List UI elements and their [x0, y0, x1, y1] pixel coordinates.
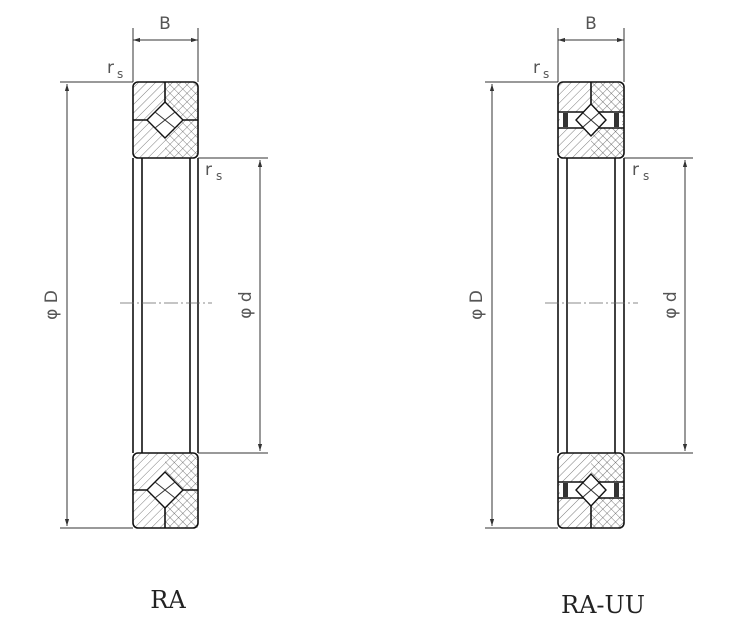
svg-text:r: r: [205, 160, 212, 180]
svg-text:r: r: [632, 160, 639, 180]
drawing-ra-uu: B r s r s: [467, 14, 693, 619]
svg-text:φ d: φ d: [661, 291, 681, 318]
svg-text:φ D: φ D: [42, 290, 62, 320]
svg-text:s: s: [216, 169, 222, 183]
width-label: B: [585, 14, 597, 34]
svg-text:s: s: [543, 67, 549, 81]
seal-left-top: [563, 113, 568, 127]
width-label: B: [159, 14, 171, 34]
seal-left-bottom: [563, 483, 568, 497]
seal-right-bottom: [614, 483, 619, 497]
svg-text:s: s: [643, 169, 649, 183]
radius-label-inner: r s: [205, 160, 222, 183]
seal-right-top: [614, 113, 619, 127]
bearing-cross-section: [120, 81, 212, 529]
inner-diameter-dimension: φ d: [198, 157, 268, 454]
svg-text:φ d: φ d: [236, 291, 256, 318]
width-dimension: B: [132, 14, 199, 82]
caption-ra-uu: RA-UU: [561, 591, 645, 619]
caption-ra: RA: [150, 586, 186, 614]
svg-text:φ D: φ D: [467, 290, 487, 320]
radius-label-top: r s: [105, 58, 133, 83]
outer-diameter-dimension: φ D: [42, 81, 133, 529]
svg-text:s: s: [117, 67, 123, 81]
radius-label-top: r s: [530, 58, 558, 83]
svg-text:r: r: [533, 58, 540, 78]
drawing-ra: B r s r s: [42, 14, 268, 614]
bearing-cross-section: [545, 81, 638, 529]
width-dimension: B: [557, 14, 625, 82]
inner-diameter-dimension: φ d: [624, 157, 693, 454]
svg-text:r: r: [107, 58, 114, 78]
outer-diameter-dimension: φ D: [467, 81, 558, 529]
radius-label-inner: r s: [632, 160, 649, 183]
